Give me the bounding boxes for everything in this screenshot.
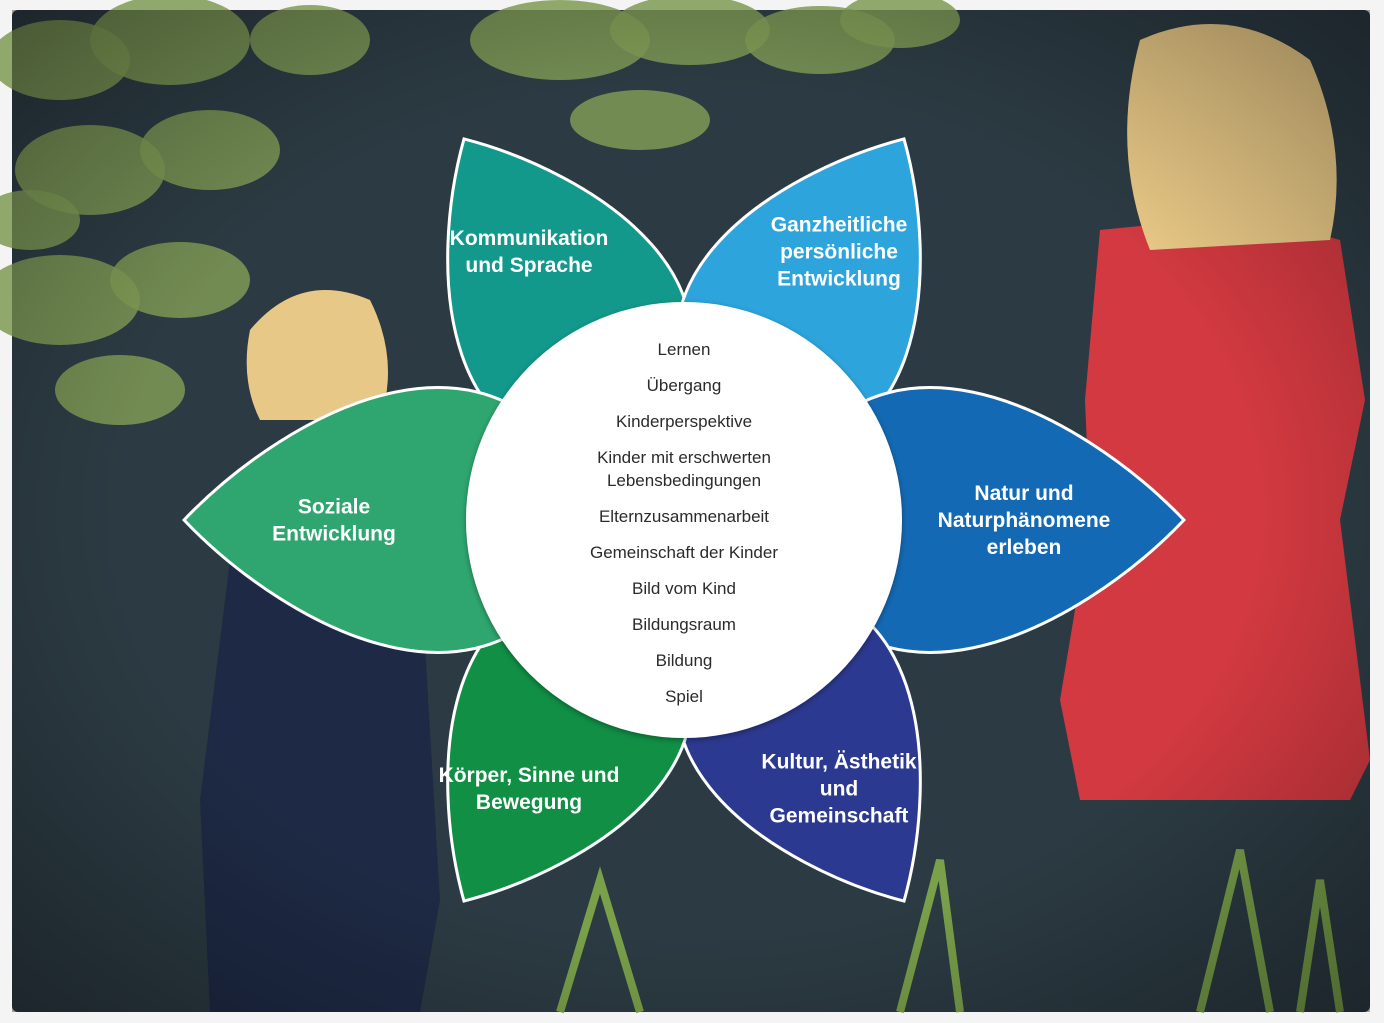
center-item: Bild vom Kind: [632, 579, 736, 598]
center-item: Übergang: [647, 376, 722, 395]
petal-label-line: Körper, Sinne und: [439, 764, 620, 787]
center-item: Lernen: [658, 340, 711, 359]
petal-label-line: Bewegung: [476, 791, 582, 814]
center-item: Bildung: [656, 651, 713, 670]
petal-label-line: und: [820, 777, 858, 800]
petal-label-line: Naturphänomene: [938, 509, 1111, 532]
petal-label-line: Gemeinschaft: [770, 804, 909, 827]
petal-label-kommunikation: Kommunikation und Sprache: [450, 227, 609, 277]
center-item: Elternzusammenarbeit: [599, 507, 769, 526]
center-item: Kinder mit erschwerten: [597, 448, 771, 467]
center-circle: [466, 302, 902, 738]
petal-label-line: Entwicklung: [777, 268, 901, 291]
center-item: Spiel: [665, 687, 703, 706]
petal-label-line: Kultur, Ästhetik: [761, 750, 917, 773]
petal-label-line: Soziale: [298, 496, 370, 519]
petal-label-line: Ganzheitliche: [771, 214, 908, 237]
center-item: Kinderperspektive: [616, 412, 752, 431]
petal-labels-layer: Kommunikation und Sprache Ganzheitliche per…: [272, 214, 1110, 828]
petal-label-line: persönliche: [780, 241, 898, 264]
petal-label-line: Entwicklung: [272, 523, 396, 546]
petal-label-line: Kommunikation: [450, 227, 609, 250]
center-item: Lebensbedingungen: [607, 471, 761, 490]
petal-label-line: erleben: [987, 536, 1062, 559]
petal-label-line: und Sprache: [465, 254, 592, 277]
petal-label-line: Natur und: [974, 482, 1073, 505]
center-item: Gemeinschaft der Kinder: [590, 543, 778, 562]
center-item: Bildungsraum: [632, 615, 736, 634]
